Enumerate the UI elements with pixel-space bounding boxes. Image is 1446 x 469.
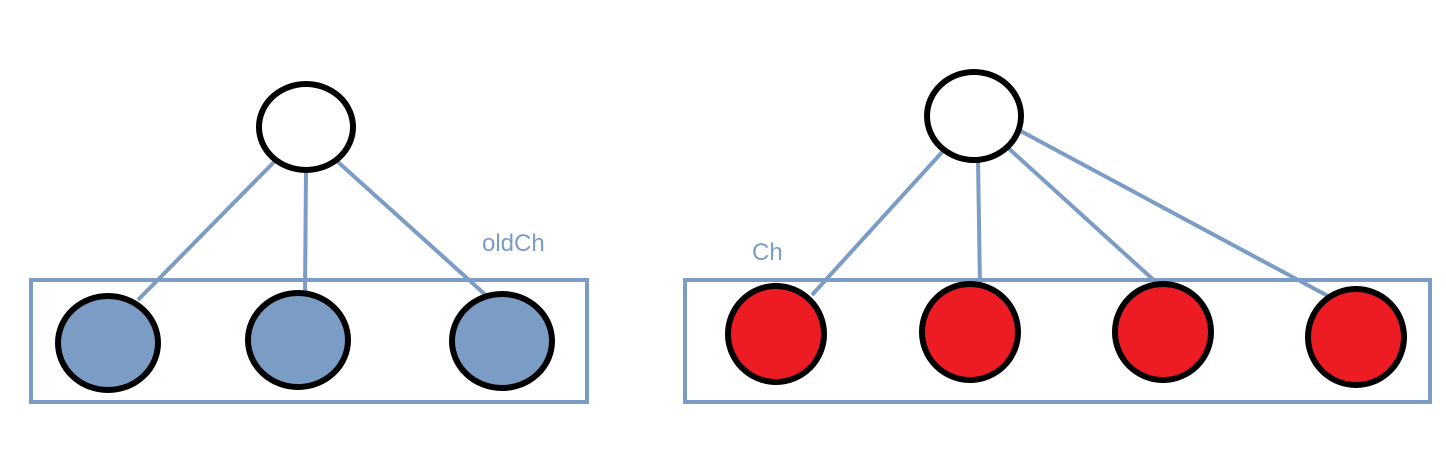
group-right-ch: Ch: [683, 69, 1432, 404]
edge-parent-to-child-1: [136, 160, 276, 302]
child-node-oldch-1[interactable]: [55, 293, 161, 393]
group-box-ch[interactable]: [683, 278, 1432, 404]
child-node-ch-1[interactable]: [725, 283, 827, 385]
edge-parent-to-child-4: [1014, 126, 1342, 305]
child-node-oldch-2[interactable]: [245, 290, 351, 390]
edge-parent-to-child-1: [810, 148, 946, 297]
edge-parent-to-child-2: [303, 169, 308, 297]
child-node-ch-3[interactable]: [1112, 281, 1214, 383]
group-box-oldch[interactable]: [29, 278, 589, 404]
child-node-ch-2[interactable]: [919, 281, 1021, 383]
edge-parent-to-child-3: [336, 160, 491, 300]
group-left-oldch: oldCh: [29, 81, 589, 404]
child-node-oldch-3[interactable]: [449, 291, 555, 391]
parent-node-ch[interactable]: [924, 69, 1024, 163]
group-label-ch: Ch: [752, 239, 783, 266]
edge-parent-to-child-2: [976, 158, 982, 287]
parent-node-oldch[interactable]: [256, 81, 356, 173]
group-label-oldch: oldCh: [482, 230, 545, 257]
edge-parent-to-child-3: [1004, 144, 1160, 286]
child-node-ch-4[interactable]: [1305, 286, 1407, 388]
